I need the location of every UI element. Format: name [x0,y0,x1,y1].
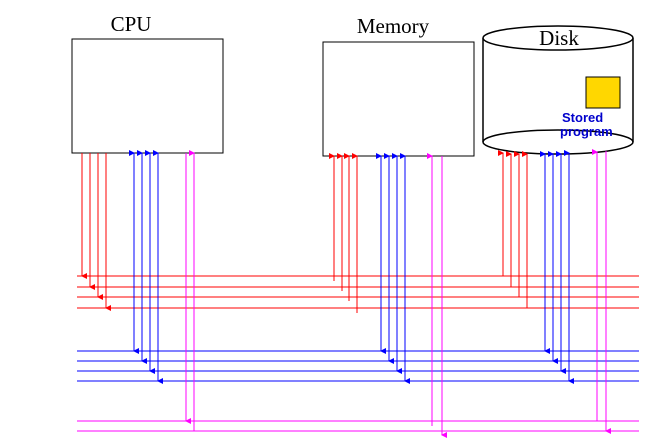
stored-program-label-line1: Stored [562,110,603,125]
stored-program-label-line2: program [560,124,613,139]
cpu-label: CPU [111,12,152,36]
control-bus [77,420,639,432]
cpu-address-connectors [81,153,111,311]
data-bus [77,350,639,382]
address-bus [77,275,639,309]
memory-data-connectors [376,153,410,384]
memory-address-connectors [329,153,358,313]
disk-data-connectors [540,150,574,384]
cpu-control-connectors [185,150,195,431]
memory-control-connectors [427,153,447,438]
memory-label: Memory [357,14,430,38]
disk-cylinder [482,25,634,155]
cpu-data-connectors [129,150,163,384]
disk-label: Disk [539,26,579,50]
disk-address-connectors [498,150,528,308]
cpu-box [71,38,224,154]
disk-control-connectors [592,149,611,434]
memory-box [322,41,475,157]
stored-program-block [585,76,621,109]
